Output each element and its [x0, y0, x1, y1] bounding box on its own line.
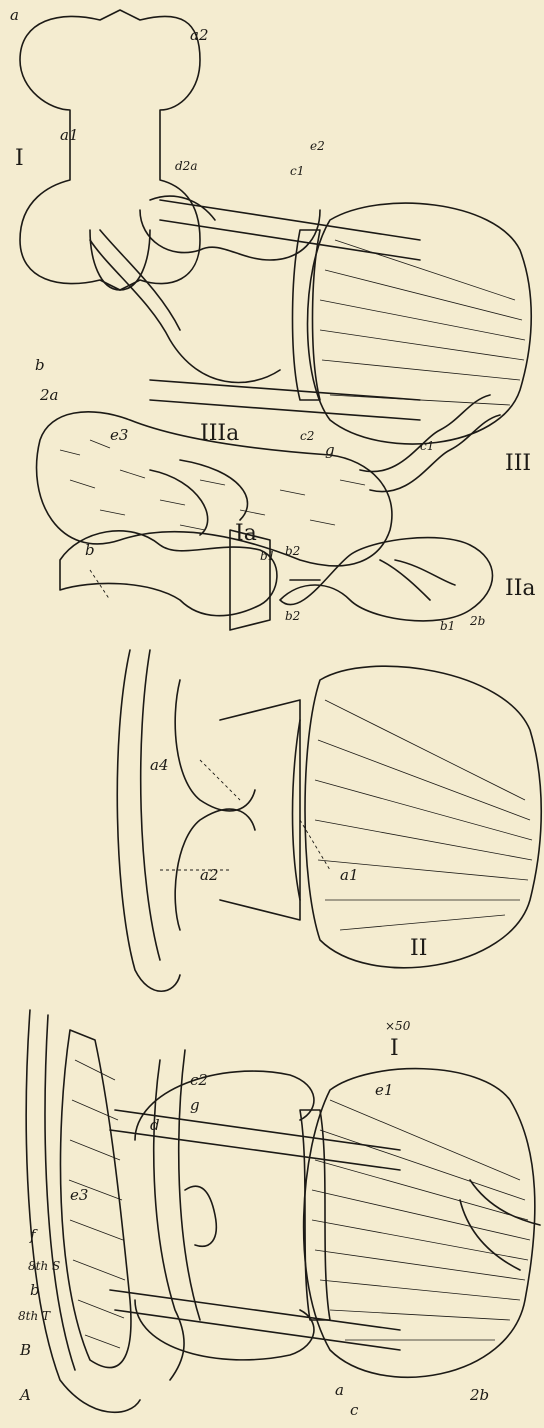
label-b1-IIa: b1 [440, 619, 455, 633]
label-8th-S: 8th S [28, 1259, 60, 1273]
label-b1-IIIa: b1 [260, 549, 275, 563]
label-a: a [335, 1381, 344, 1399]
figure-II: a4 a2 a1 II [117, 650, 541, 991]
label-c: c [350, 1401, 359, 1419]
label-a1: a1 [340, 866, 359, 884]
label-b: b [30, 1281, 40, 1299]
label-b2-IIIa: b2 [285, 544, 300, 558]
label-2a: 2a [39, 386, 59, 404]
figure-numeral-III: III [505, 451, 531, 476]
label-a-small: a [10, 6, 19, 24]
label-c1-bottom: c1 [420, 439, 434, 453]
label-e1: e1 [375, 1081, 393, 1099]
figure-Ia: b Ia [60, 521, 277, 630]
label-c2-III: c2 [300, 429, 314, 443]
label-a2: a2 [200, 866, 219, 884]
figure-III: a2 d2a c1 e2 e3 c2 g c1 III [90, 26, 531, 476]
label-B: B [19, 1341, 31, 1359]
label-c2: c2 [190, 1071, 208, 1089]
figure-I-small: a b a1 I [10, 6, 200, 374]
label-g: g [190, 1096, 200, 1114]
label-2b-IIa: 2b [469, 614, 485, 628]
label-a1-small: a1 [60, 126, 79, 144]
label-c1-top: c1 [290, 164, 304, 178]
label-e2: e2 [310, 139, 325, 153]
label-A: A [18, 1386, 31, 1404]
label-e3: e3 [70, 1186, 88, 1204]
figure-I-large: A B 8th T b 8th S f e3 d g c2 e1 a c 2b … [18, 1010, 540, 1419]
label-f: f [29, 1226, 38, 1244]
label-8th-T: 8th T [18, 1309, 51, 1323]
magnification-label: ×50 [385, 1019, 411, 1033]
label-b2-IIa: b2 [285, 609, 300, 623]
figure-numeral-I-large: I [390, 1036, 399, 1061]
figure-numeral-II: II [410, 936, 427, 961]
label-a4: a4 [150, 756, 169, 774]
label-b-small: b [35, 356, 45, 374]
label-e3-III: e3 [110, 426, 128, 444]
figure-IIa: b2 b1 2b IIa [280, 538, 536, 633]
label-g-III: g [325, 441, 335, 459]
figure-numeral-IIIa: IIIa [200, 421, 239, 446]
label-d2a: d2a [175, 159, 197, 173]
label-d: d [150, 1116, 160, 1134]
figure-numeral-IIa: IIa [505, 576, 536, 601]
label-2b: 2b [469, 1386, 489, 1404]
figure-numeral-I-small: I [15, 146, 24, 171]
